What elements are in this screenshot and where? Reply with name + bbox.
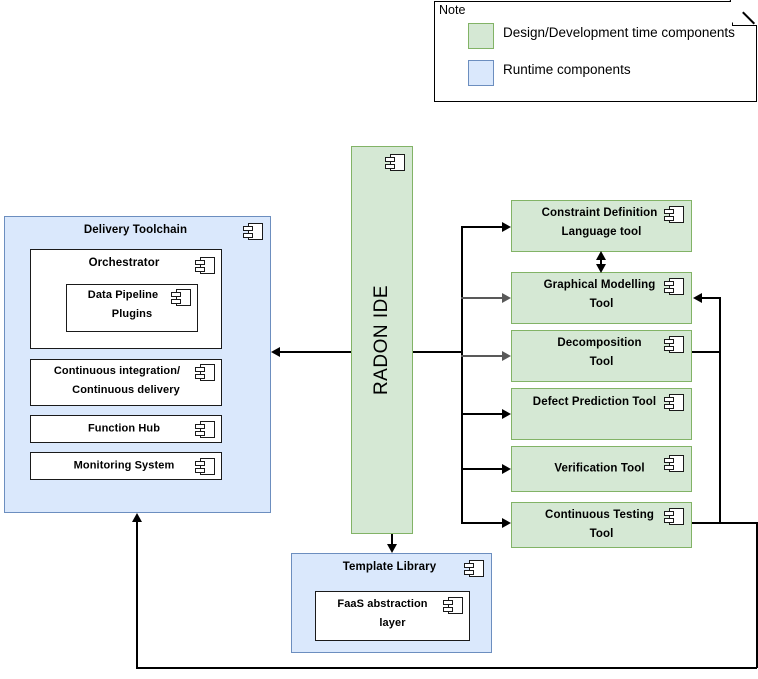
arrowhead-down-graphical [596, 264, 606, 273]
connector-radon-to-template [391, 534, 393, 546]
uml-component-icon [664, 206, 684, 223]
connector-decomposition-out [692, 351, 721, 353]
tool-5-line1: Continuous Testing [545, 509, 654, 521]
delivery-toolchain-title: Delivery Toolchain [83, 224, 188, 236]
connector-right-return-trunk [719, 297, 721, 523]
arrowhead-decomposition [502, 351, 511, 361]
tool-3-line1: Defect Prediction Tool [532, 396, 657, 408]
arrowhead-graphical-return [693, 293, 702, 303]
component-decomposition-tool[interactable]: Decomposition Tool [511, 330, 692, 382]
connector-bottom-feedback [136, 667, 757, 669]
connector-radon-right-stub [413, 351, 463, 353]
component-monitoring-system[interactable]: Monitoring System [30, 452, 222, 480]
radon-ide-title: RADON IDE [371, 284, 392, 396]
uml-component-icon [385, 154, 405, 171]
component-continuous-integration-delivery[interactable]: Continuous integration/ Continuous deliv… [30, 359, 222, 406]
function-hub-title: Function Hub [87, 422, 161, 435]
arrowhead-template-library [387, 544, 397, 553]
connector-branch-defect [461, 413, 503, 415]
component-template-library[interactable]: Template Library FaaS abstraction layer [291, 553, 492, 653]
uml-component-icon [195, 257, 215, 274]
legend-text-design: Design/Development time components [503, 25, 735, 40]
uml-component-icon [195, 364, 215, 381]
legend-swatch-runtime [468, 60, 494, 86]
component-graphical-modelling-tool[interactable]: Graphical Modelling Tool [511, 272, 692, 324]
connector-tools-trunk [461, 226, 463, 523]
arrowhead-toolchain-feedback [132, 513, 142, 522]
connector-bottom-feedback-left [136, 521, 138, 668]
uml-component-icon [664, 455, 684, 472]
tool-0-line1: Constraint Definition [541, 207, 658, 219]
legend-swatch-design [468, 23, 494, 49]
connector-branch-continuous-testing [461, 522, 503, 524]
component-faas-abstraction-layer[interactable]: FaaS abstraction layer [315, 591, 470, 641]
component-data-pipeline-plugins[interactable]: Data Pipeline Plugins [66, 284, 198, 332]
component-orchestrator[interactable]: Orchestrator Data Pipeline Plugins [30, 249, 222, 349]
connector-return-to-graphical [701, 297, 721, 299]
arrowhead-continuous-testing [502, 518, 511, 528]
cicd-line1: Continuous integration/ [53, 365, 181, 377]
uml-component-icon [464, 560, 484, 577]
tool-0-line2: Language tool [561, 226, 642, 238]
faas-line1: FaaS abstraction [337, 598, 428, 610]
data-pipeline-plugins-line1: Data Pipeline [87, 289, 159, 301]
tool-1-line1: Graphical Modelling [543, 279, 656, 291]
arrowhead-verification [502, 464, 511, 474]
arrowhead-graphical [502, 293, 511, 303]
monitoring-system-title: Monitoring System [73, 459, 175, 472]
connector-constraint-graphical [600, 255, 602, 270]
connector-branch-constraint [461, 226, 503, 228]
component-delivery-toolchain[interactable]: Delivery Toolchain Orchestrator Data Pip… [4, 216, 271, 513]
template-library-title: Template Library [342, 561, 437, 573]
component-continuous-testing-tool[interactable]: Continuous Testing Tool [511, 502, 692, 548]
uml-component-icon [664, 336, 684, 353]
legend-text-runtime: Runtime components [503, 62, 631, 77]
note-fold-corner [731, 0, 757, 26]
tool-2-line2: Tool [589, 356, 614, 368]
uml-component-icon [664, 394, 684, 411]
component-constraint-definition-language-tool[interactable]: Constraint Definition Language tool [511, 200, 692, 252]
arrowhead-defect [502, 409, 511, 419]
faas-line2: layer [379, 617, 406, 629]
tool-2-line1: Decomposition [557, 337, 642, 349]
orchestrator-title: Orchestrator [88, 257, 160, 269]
connector-bottom-feedback-right [756, 522, 758, 668]
uml-component-icon [171, 289, 191, 306]
note-label: Note [439, 3, 466, 17]
uml-component-icon [443, 597, 463, 614]
uml-component-icon [243, 223, 263, 240]
uml-component-icon [195, 421, 215, 438]
tool-5-line2: Tool [589, 528, 614, 540]
arrowhead-to-toolchain [271, 347, 280, 357]
data-pipeline-plugins-line2: Plugins [111, 308, 153, 320]
connector-continuous-testing-to-bottom [692, 522, 757, 524]
arrowhead-constraint [502, 222, 511, 232]
component-radon-ide[interactable]: RADON IDE [351, 146, 413, 534]
component-verification-tool[interactable]: Verification Tool [511, 446, 692, 492]
legend-note: Note Design/Development time components … [434, 0, 757, 102]
uml-component-icon [664, 508, 684, 525]
component-defect-prediction-tool[interactable]: Defect Prediction Tool [511, 388, 692, 440]
tool-1-line2: Tool [589, 298, 614, 310]
component-function-hub[interactable]: Function Hub [30, 415, 222, 443]
cicd-line2: Continuous delivery [72, 384, 180, 396]
connector-branch-verification [461, 468, 503, 470]
tool-4-line1: Verification Tool [554, 462, 645, 475]
connector-branch-graphical [461, 297, 503, 299]
uml-component-icon [664, 278, 684, 295]
connector-radon-to-toolchain [279, 351, 351, 353]
connector-branch-decomposition [461, 355, 503, 357]
arrowhead-up-constraint [596, 251, 606, 260]
uml-component-icon [195, 458, 215, 475]
